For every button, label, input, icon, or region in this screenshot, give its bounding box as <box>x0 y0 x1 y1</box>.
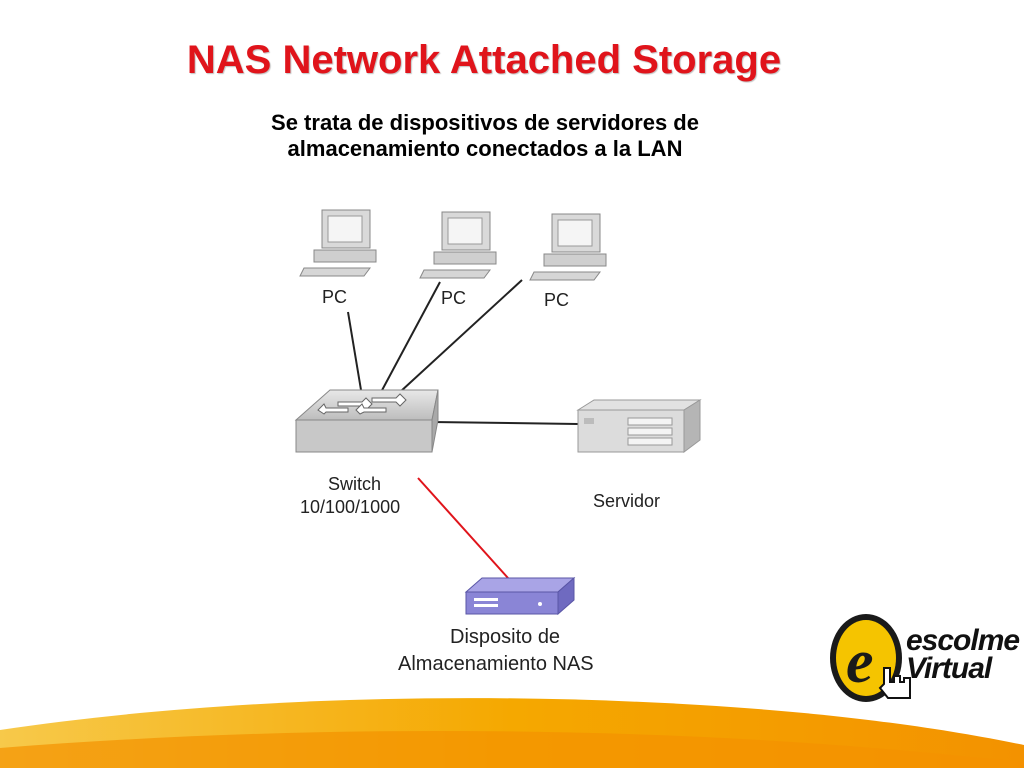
subtitle-line-2: almacenamiento conectados a la LAN <box>287 136 683 161</box>
server-icon <box>576 399 702 453</box>
nas-label-line-2: Almacenamiento NAS <box>398 653 594 675</box>
pc-2-label: PC <box>441 288 466 308</box>
edge-switch-nas <box>417 477 509 579</box>
computer-icon <box>419 211 497 279</box>
switch-label-line-1: Switch <box>328 474 381 494</box>
logo-text-virtual: Virtual <box>906 652 992 685</box>
edge-pc2-switch <box>379 281 441 395</box>
switch-label-line-2: 10/100/1000 <box>300 497 400 517</box>
slide-title: NAS Network Attached Storage <box>186 38 782 82</box>
nas-label-line-1: Disposito de <box>450 626 560 648</box>
edge-switch-server <box>431 421 579 425</box>
server-label: Servidor <box>593 491 660 511</box>
computer-icon <box>529 213 607 281</box>
slide-subtitle: Se trata de dispositivos de servidores d… <box>0 110 970 162</box>
svg-text:e: e <box>846 628 874 696</box>
subtitle-line-1: Se trata de dispositivos de servidores d… <box>271 110 699 135</box>
edges <box>347 279 579 579</box>
escolme-logo-mark: e <box>830 614 911 702</box>
footer-wave <box>0 698 1024 768</box>
cursor-hand-icon <box>878 667 911 699</box>
edge-pc3-switch <box>399 279 523 393</box>
logo-text-escolme: escolme <box>906 624 1020 657</box>
computer-icon <box>299 209 377 277</box>
switch-icon <box>294 389 439 453</box>
pc-1-label: PC <box>322 287 347 307</box>
edge-pc1-switch <box>347 311 363 397</box>
nas-device-icon <box>464 576 576 616</box>
pc-3-label: PC <box>544 290 569 310</box>
